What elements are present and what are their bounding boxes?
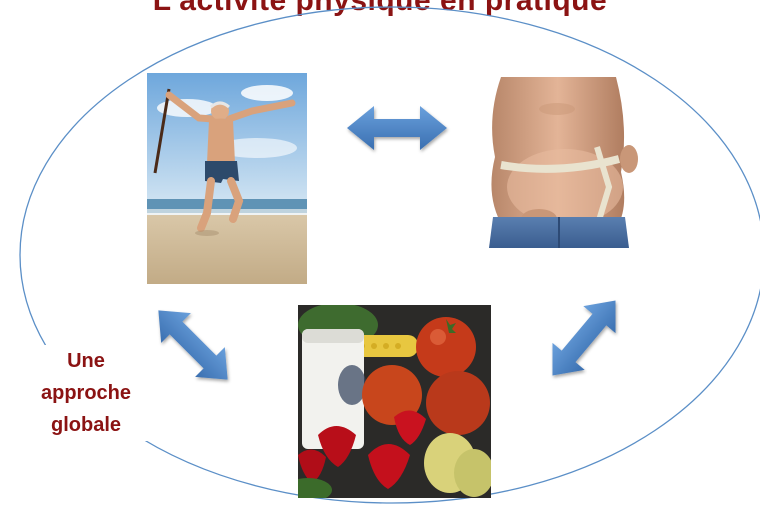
caption-text-block: Une approche globale <box>22 345 150 441</box>
waist-measuring-photo <box>479 77 638 248</box>
caption-line: Une <box>22 345 150 377</box>
healthy-food-photo <box>298 305 491 498</box>
caption-line: approche <box>22 377 150 409</box>
double-arrow-left-diagonal <box>144 296 243 395</box>
double-arrow-right-diagonal <box>536 287 631 389</box>
caption-line: globale <box>22 409 150 441</box>
elderly-man-beach-photo <box>147 73 307 284</box>
double-arrow-horizontal <box>347 106 447 150</box>
